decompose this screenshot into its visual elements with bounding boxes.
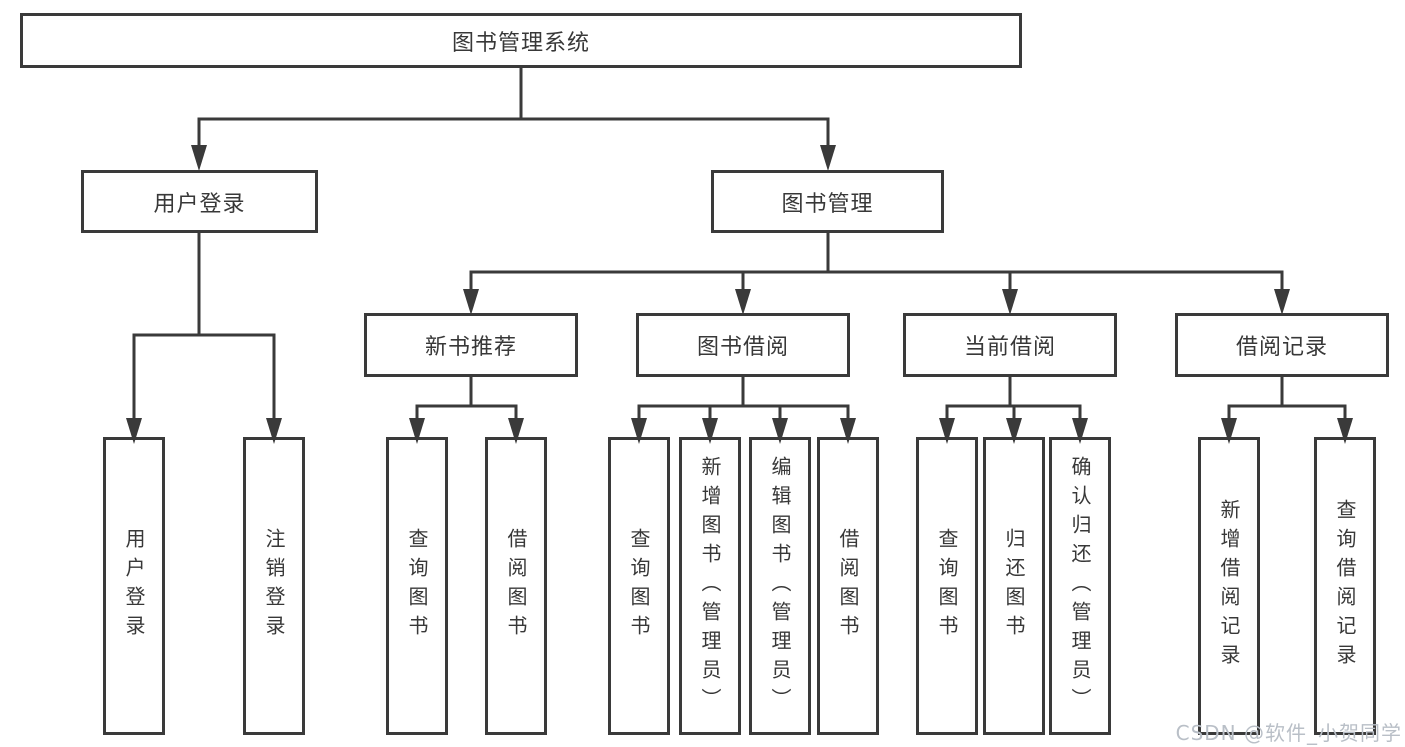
leaf-borrowing-edit-books-admin-label: 编辑图书（管理员） xyxy=(768,455,792,717)
leaf-borrowing-borrow-books-label: 借阅图书 xyxy=(836,528,860,644)
node-borrowing-records-label: 借阅记录 xyxy=(1235,335,1328,360)
leaf-borrowing-borrow-books: 借阅图书 xyxy=(817,437,879,735)
node-new-book-recommend: 新书推荐 xyxy=(364,313,578,377)
leaf-newbook-borrow-books: 借阅图书 xyxy=(485,437,547,735)
csdn-watermark: CSDN @软件_小贺同学 xyxy=(1175,721,1402,745)
leaf-records-add-record-label: 新增借阅记录 xyxy=(1217,499,1241,673)
leaf-borrowing-edit-books-admin: 编辑图书（管理员） xyxy=(749,437,811,735)
leaf-user-login-label: 用户登录 xyxy=(122,528,146,644)
leaf-borrowing-query-books-label: 查询图书 xyxy=(627,528,651,644)
leaf-borrowing-query-books: 查询图书 xyxy=(608,437,670,735)
node-book-management-label: 图书管理 xyxy=(781,191,874,217)
node-borrowing-records: 借阅记录 xyxy=(1175,313,1389,377)
leaf-current-return-books-label: 归还图书 xyxy=(1002,528,1026,644)
leaf-current-confirm-return-admin-label: 确认归还（管理员） xyxy=(1068,455,1092,717)
node-user-login-label: 用户登录 xyxy=(153,191,246,217)
leaf-current-confirm-return-admin: 确认归还（管理员） xyxy=(1049,437,1111,735)
leaf-current-return-books: 归还图书 xyxy=(983,437,1045,735)
leaf-newbook-borrow-books-label: 借阅图书 xyxy=(504,528,528,644)
node-new-book-recommend-label: 新书推荐 xyxy=(424,335,517,360)
leaf-logout: 注销登录 xyxy=(243,437,305,735)
leaf-newbook-query-books: 查询图书 xyxy=(386,437,448,735)
leaf-current-query-books: 查询图书 xyxy=(916,437,978,735)
leaf-records-add-record: 新增借阅记录 xyxy=(1198,437,1260,735)
node-current-borrowing: 当前借阅 xyxy=(903,313,1117,377)
leaf-logout-label: 注销登录 xyxy=(262,528,286,644)
node-current-borrowing-label: 当前借阅 xyxy=(963,335,1056,360)
leaf-newbook-query-books-label: 查询图书 xyxy=(405,528,429,644)
node-user-login: 用户登录 xyxy=(81,170,318,233)
leaf-borrowing-add-books-admin: 新增图书（管理员） xyxy=(679,437,741,735)
node-root-system-label: 图书管理系统 xyxy=(451,30,590,56)
leaf-records-query-record: 查询借阅记录 xyxy=(1314,437,1376,735)
node-root-system: 图书管理系统 xyxy=(20,13,1022,68)
node-book-management: 图书管理 xyxy=(711,170,944,233)
leaf-current-query-books-label: 查询图书 xyxy=(935,528,959,644)
node-book-borrowing-label: 图书借阅 xyxy=(696,335,789,360)
node-book-borrowing: 图书借阅 xyxy=(636,313,850,377)
leaf-user-login: 用户登录 xyxy=(103,437,165,735)
leaf-borrowing-add-books-admin-label: 新增图书（管理员） xyxy=(698,455,722,717)
leaf-records-query-record-label: 查询借阅记录 xyxy=(1333,499,1357,673)
